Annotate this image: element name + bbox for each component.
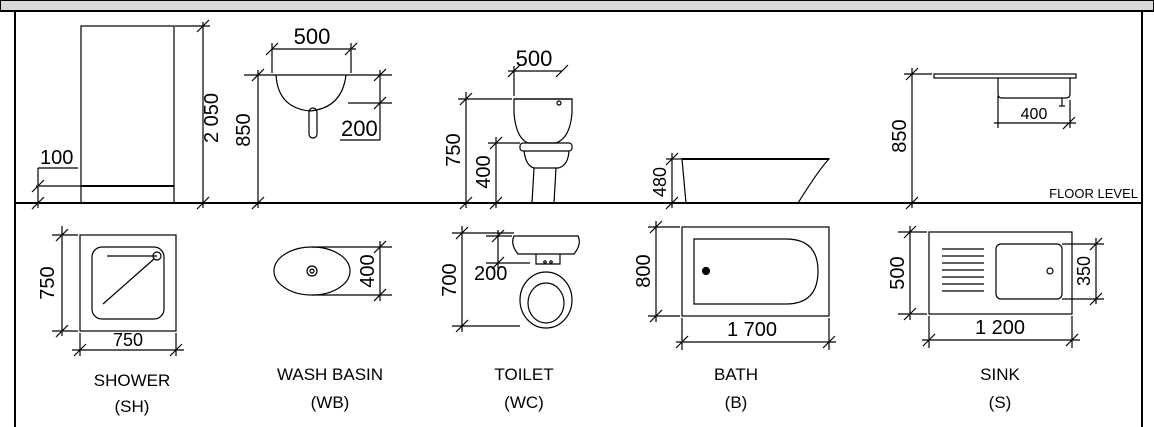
sink-plan-bowl-dim: 350 [1074,256,1094,286]
basin-depth-dim: 200 [341,116,378,141]
header-band [0,0,1154,12]
toilet-elevation [458,64,573,210]
fixture-abbr-bath: (B) [725,393,748,412]
basin-plan-depth-dim: 400 [357,254,379,287]
sink-plan [898,225,1104,348]
shower-plan [52,226,184,357]
toilet-plan [452,226,580,333]
basin-width-dim: 500 [294,24,331,49]
fixture-abbr-toilet: (WC) [504,393,544,412]
shower-height-dim: 2 050 [201,93,223,143]
bath-elevation [665,152,831,210]
fixture-abbr-wash-basin: (WB) [311,393,350,412]
bath-plan-width-dim: 800 [633,254,655,287]
fixture-name-wash-basin: WASH BASIN [277,365,383,384]
fixture-name-bath: BATH [714,365,758,384]
sink-plan-width-dim: 500 [887,256,909,289]
toilet-width-dim: 500 [516,46,553,71]
fixture-abbr-sink: (S) [989,393,1012,412]
floor-level-label: FLOOR LEVEL [1049,186,1138,201]
toilet-height-dim: 750 [443,133,465,166]
shower-elevation [31,19,210,210]
sink-height-dim: 850 [889,119,911,152]
toilet-plan-cistern-dim: 200 [474,263,507,285]
bath-plan [648,220,836,350]
fixture-abbr-shower: (SH) [115,397,150,416]
fixture-name-toilet: TOILET [494,365,553,384]
toilet-plan-depth-dim: 700 [439,263,461,296]
bath-plan-length-dim: 1 700 [727,319,777,341]
bath-height-dim: 480 [650,167,670,197]
sink-elevation [904,67,1077,210]
fixture-name-shower: SHOWER [94,371,171,390]
shower-plinth-dim: 100 [40,147,73,169]
sink-plan-length-dim: 1 200 [975,317,1025,339]
shower-plan-width-dim: 750 [113,330,143,350]
toilet-seat-dim: 400 [473,155,495,188]
basin-height-dim: 850 [233,113,255,146]
sink-bowl-dim: 400 [1021,106,1048,123]
fixture-name-sink: SINK [980,365,1020,384]
wash-basin-elevation [244,42,392,210]
shower-plan-depth-dim: 750 [37,266,59,299]
wash-basin-plan [273,240,392,302]
